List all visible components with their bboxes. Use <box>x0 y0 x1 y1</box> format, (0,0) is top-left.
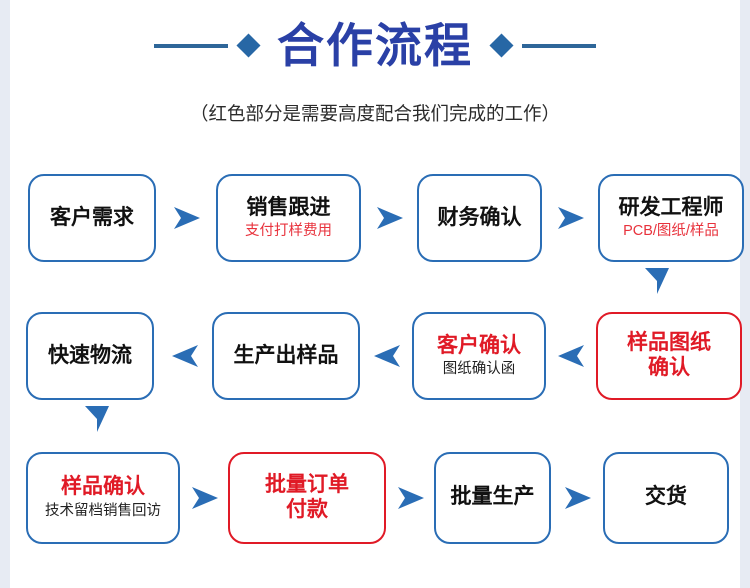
arrow-right-icon <box>373 203 407 233</box>
title-left-rule <box>154 43 228 48</box>
node-customer-confirm[interactable]: 客户确认 图纸确认函 <box>412 312 546 400</box>
arrow-right-icon <box>170 203 204 233</box>
arrow-down-icon <box>82 402 112 436</box>
arrow-left-icon <box>554 341 588 371</box>
node-title: 批量生产 <box>450 485 535 509</box>
flow-diagram: 客户需求 销售跟进 支付打样费用 财务确认 <box>10 150 744 588</box>
node-title: 样品确认 <box>61 475 145 499</box>
node-title: 批量订单付款 <box>265 472 349 521</box>
node-title: 样品图纸确认 <box>627 331 711 379</box>
header: 合作流程 （红色部分是需要高度配合我们完成的工作） <box>10 0 740 150</box>
node-subtitle: 技术留档销售回访 <box>45 502 161 519</box>
page-subtitle: （红色部分是需要高度配合我们完成的工作） <box>189 103 560 124</box>
flow-row-1: 客户需求 销售跟进 支付打样费用 财务确认 <box>10 174 750 262</box>
node-sample-confirm[interactable]: 样品确认 技术留档销售回访 <box>26 451 180 544</box>
diamond-icon <box>489 33 514 58</box>
node-customer-requirement[interactable]: 客户需求 <box>28 174 156 262</box>
node-finance-confirm[interactable]: 财务确认 <box>417 174 542 262</box>
title-right-rule <box>522 43 596 48</box>
node-sample-drawing-confirm[interactable]: 样品图纸确认 <box>596 312 742 400</box>
node-title: 客户需求 <box>50 205 134 229</box>
node-subtitle: PCB/图纸/样品 <box>623 223 719 240</box>
flow-row-3: 样品确认 技术留档销售回访 批量订单付款 批量生产 <box>10 450 750 545</box>
node-title: 生产出样品 <box>233 343 339 367</box>
node-fast-logistics[interactable]: 快速物流 <box>26 312 154 400</box>
node-produce-sample[interactable]: 生产出样品 <box>212 312 360 400</box>
node-title: 交货 <box>645 485 687 509</box>
node-mass-production[interactable]: 批量生产 <box>434 451 551 544</box>
node-title: 财务确认 <box>437 205 522 229</box>
diamond-icon <box>236 33 261 58</box>
node-title: 销售跟进 <box>246 195 331 219</box>
flow-row-2: 快速物流 生产出样品 客户确认 图纸确认函 <box>10 312 750 400</box>
node-bulk-order-payment[interactable]: 批量订单付款 <box>228 451 386 544</box>
arrow-left-icon <box>168 341 202 371</box>
node-title: 快速物流 <box>48 343 132 367</box>
node-title: 客户确认 <box>437 333 521 357</box>
arrow-right-icon <box>561 483 595 513</box>
flowchart-page: 合作流程 （红色部分是需要高度配合我们完成的工作） 客户需求 销售跟进 支付打样… <box>10 0 744 588</box>
node-sales-followup[interactable]: 销售跟进 支付打样费用 <box>216 174 361 262</box>
title-row: 合作流程 <box>10 22 740 69</box>
node-subtitle: 支付打样费用 <box>245 223 332 240</box>
node-subtitle: 图纸确认函 <box>442 361 516 378</box>
node-title: 研发工程师 <box>618 195 724 219</box>
arrow-right-icon <box>394 483 428 513</box>
page-title: 合作流程 <box>277 19 473 72</box>
arrow-down-icon <box>642 264 672 298</box>
node-delivery[interactable]: 交货 <box>603 451 729 544</box>
arrow-right-icon <box>188 483 222 513</box>
node-rd-engineer[interactable]: 研发工程师 PCB/图纸/样品 <box>598 174 744 262</box>
arrow-right-icon <box>554 203 588 233</box>
arrow-left-icon <box>370 341 404 371</box>
